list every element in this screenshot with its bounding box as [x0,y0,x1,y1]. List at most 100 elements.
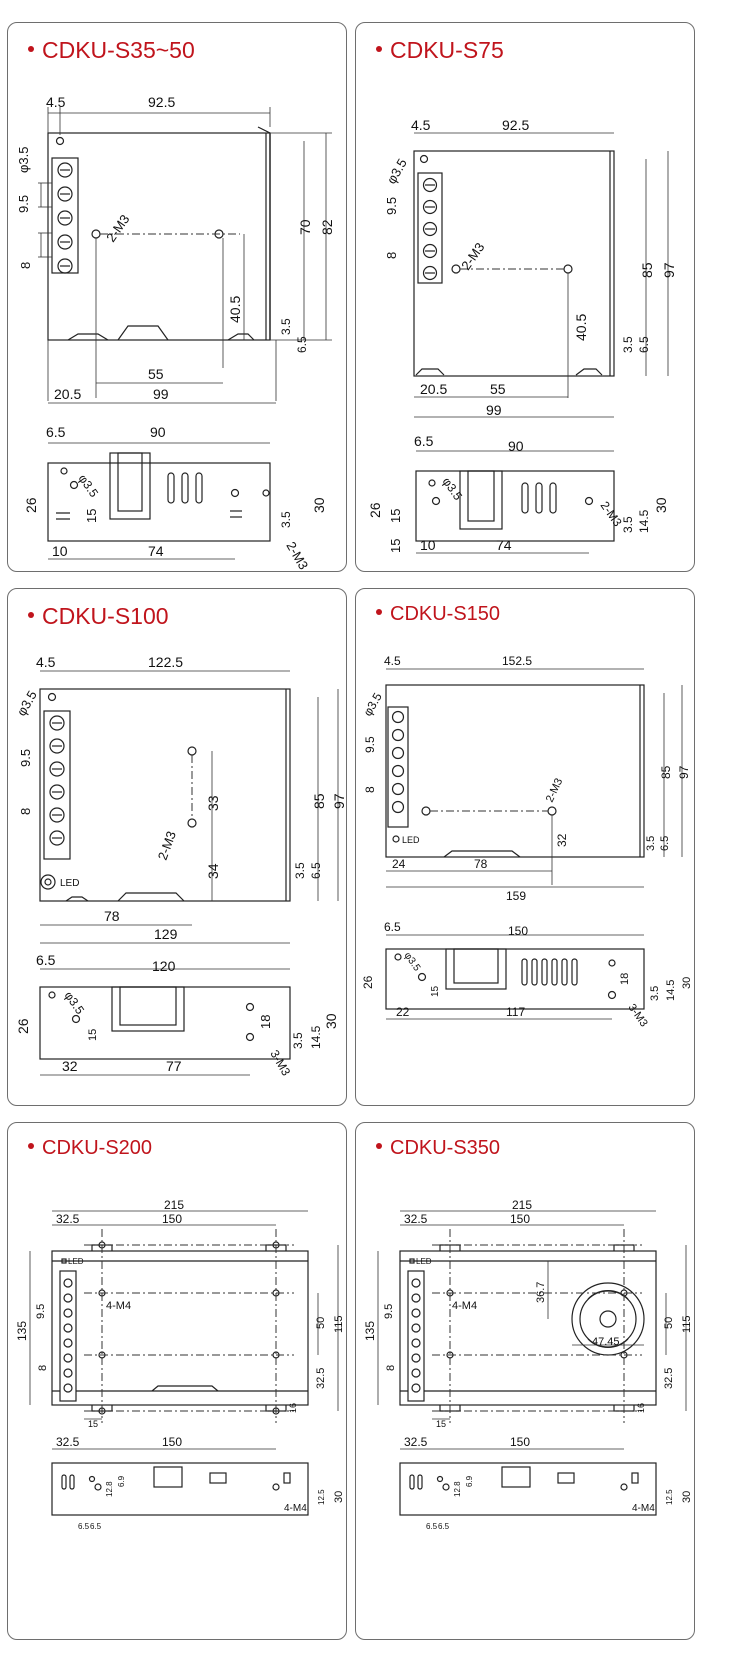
dim-label: 55 [148,366,164,382]
dim-label: 150 [510,1435,530,1449]
dim-label: 36.7 [535,1282,547,1303]
panel-cdku-s35-50: CDKU-S35~50 4.5 92.5 φ3.5 9.5 8 [7,22,347,572]
panel-cdku-s100: CDKU-S100 LED 4.5 122.5 φ3.5 9.5 8 85 97… [7,588,347,1106]
dim-label: 90 [150,424,166,440]
dim-label: 32.5 [56,1212,80,1226]
terminal-screws [63,1278,73,1393]
dim-label: 9.5 [363,736,377,753]
dim-label: 74 [148,543,164,559]
dim-label: 74 [496,537,512,553]
dim-label: φ3.5 [76,472,102,500]
terminal-block [387,706,409,828]
dim-label: 30 [311,497,327,513]
dim-label: 117 [506,1005,525,1019]
dim-label: 8 [384,252,399,259]
dim-label: 97 [661,262,677,278]
terminal-screws [391,710,405,814]
dim-label: 3.5 [621,516,635,533]
led-indicator-icon [392,835,400,843]
title-text: CDKU-S100 [42,603,169,629]
led-label: LED [68,1257,84,1266]
dim-label: 4-M4 [284,1503,307,1514]
chassis-outline [413,150,615,377]
dim-label: 115 [681,1315,693,1333]
panel-title: CDKU-S35~50 [28,37,195,64]
dim-label: 14.5 [665,980,677,1001]
title-text: CDKU-S350 [390,1137,501,1159]
panel-cdku-s200: CDKU-S200 LED 215 32.5 150 135 9.5 8 4-M… [7,1122,347,1640]
dim-label: 3.5 [293,862,307,879]
terminal-screws [411,1278,421,1393]
dim-label: 2-M3 [458,240,487,273]
dim-label: 6.5 [295,336,309,353]
dim-label: 22 [396,1005,410,1019]
bullet-icon [28,1142,34,1149]
dim-label: 135 [363,1321,377,1341]
dim-label: 30 [323,1013,339,1029]
dim-label: 20.5 [420,381,447,397]
dim-label: 15 [388,539,403,553]
dim-label: 50 [663,1317,675,1329]
dim-label: 30 [681,1491,693,1503]
bullet-icon [376,608,382,615]
dim-label: 15 [436,1419,446,1429]
dim-label: 77 [166,1058,182,1074]
terminal-screws [57,162,73,274]
dim-label: 82 [319,219,335,235]
dim-label: 20.5 [54,386,81,402]
panel-cdku-s350: CDKU-S350 LED 215 32.5 150 135 9.5 8 4-M… [355,1122,695,1640]
dimension-drawing: LED 215 32.5 150 135 9.5 8 4-M4 36.7 47.… [363,1198,693,1531]
dim-label: 6.5 [384,920,401,934]
terminal-block [407,1270,425,1402]
panel-title: CDKU-S150 [376,603,500,626]
bullet-icon [28,45,34,52]
led-label: LED [416,1257,432,1266]
dim-label: 8 [18,808,33,815]
title-text: CDKU-S35~50 [42,37,195,63]
dim-label: 16 [636,1403,646,1413]
dim-label: 15 [430,985,441,997]
title-text: CDKU-S75 [390,37,504,63]
dim-label: 78 [474,857,488,871]
dim-label: 3.5 [649,986,661,1001]
dim-label: 15 [88,1419,98,1429]
dim-label: 18 [619,973,631,985]
dim-label: 150 [510,1212,530,1226]
dim-label: 78 [104,908,120,924]
bullet-icon [376,45,382,52]
dim-label: 4.5 [384,654,401,668]
dim-label: φ3.5 [14,688,40,718]
dim-label: 55 [490,381,506,397]
dim-label: 26 [15,1018,31,1034]
dim-label: 70 [297,219,313,235]
terminal-block [59,1270,77,1402]
dim-label: 97 [677,765,691,779]
side-view-outline [399,1462,657,1516]
chassis-outline [39,688,291,902]
dim-label: 26 [367,502,383,518]
dim-label: 18 [258,1015,273,1029]
dim-label: 40.5 [573,314,589,341]
dim-label: 9.5 [16,195,31,213]
dim-label: 152.5 [502,654,532,668]
side-view-outline [51,1462,309,1516]
title-text: CDKU-S150 [390,603,501,625]
bullet-icon [376,1142,382,1149]
dim-label: 32.5 [56,1435,80,1449]
panel-title: CDKU-S350 [376,1137,500,1160]
dim-label: 99 [153,386,169,402]
dim-label: 135 [15,1321,29,1341]
dim-label: 9.5 [35,1304,47,1319]
dim-label: 3.5 [279,318,293,335]
led-label: LED [60,878,79,889]
dim-label: 3.5 [279,511,293,528]
dim-label: 90 [508,438,524,454]
dim-label: 4-M4 [632,1503,655,1514]
panel-cdku-s75: CDKU-S75 4.5 92.5 φ3.5 9.5 8 85 97 3.5 6… [355,22,695,572]
dim-label: 32.5 [663,1368,675,1389]
dim-label: 4-M4 [106,1300,131,1312]
dim-label: 85 [639,262,655,278]
dim-label: 14.5 [309,1025,323,1049]
dim-label: 30 [333,1491,345,1503]
dim-label: 26 [361,975,375,989]
